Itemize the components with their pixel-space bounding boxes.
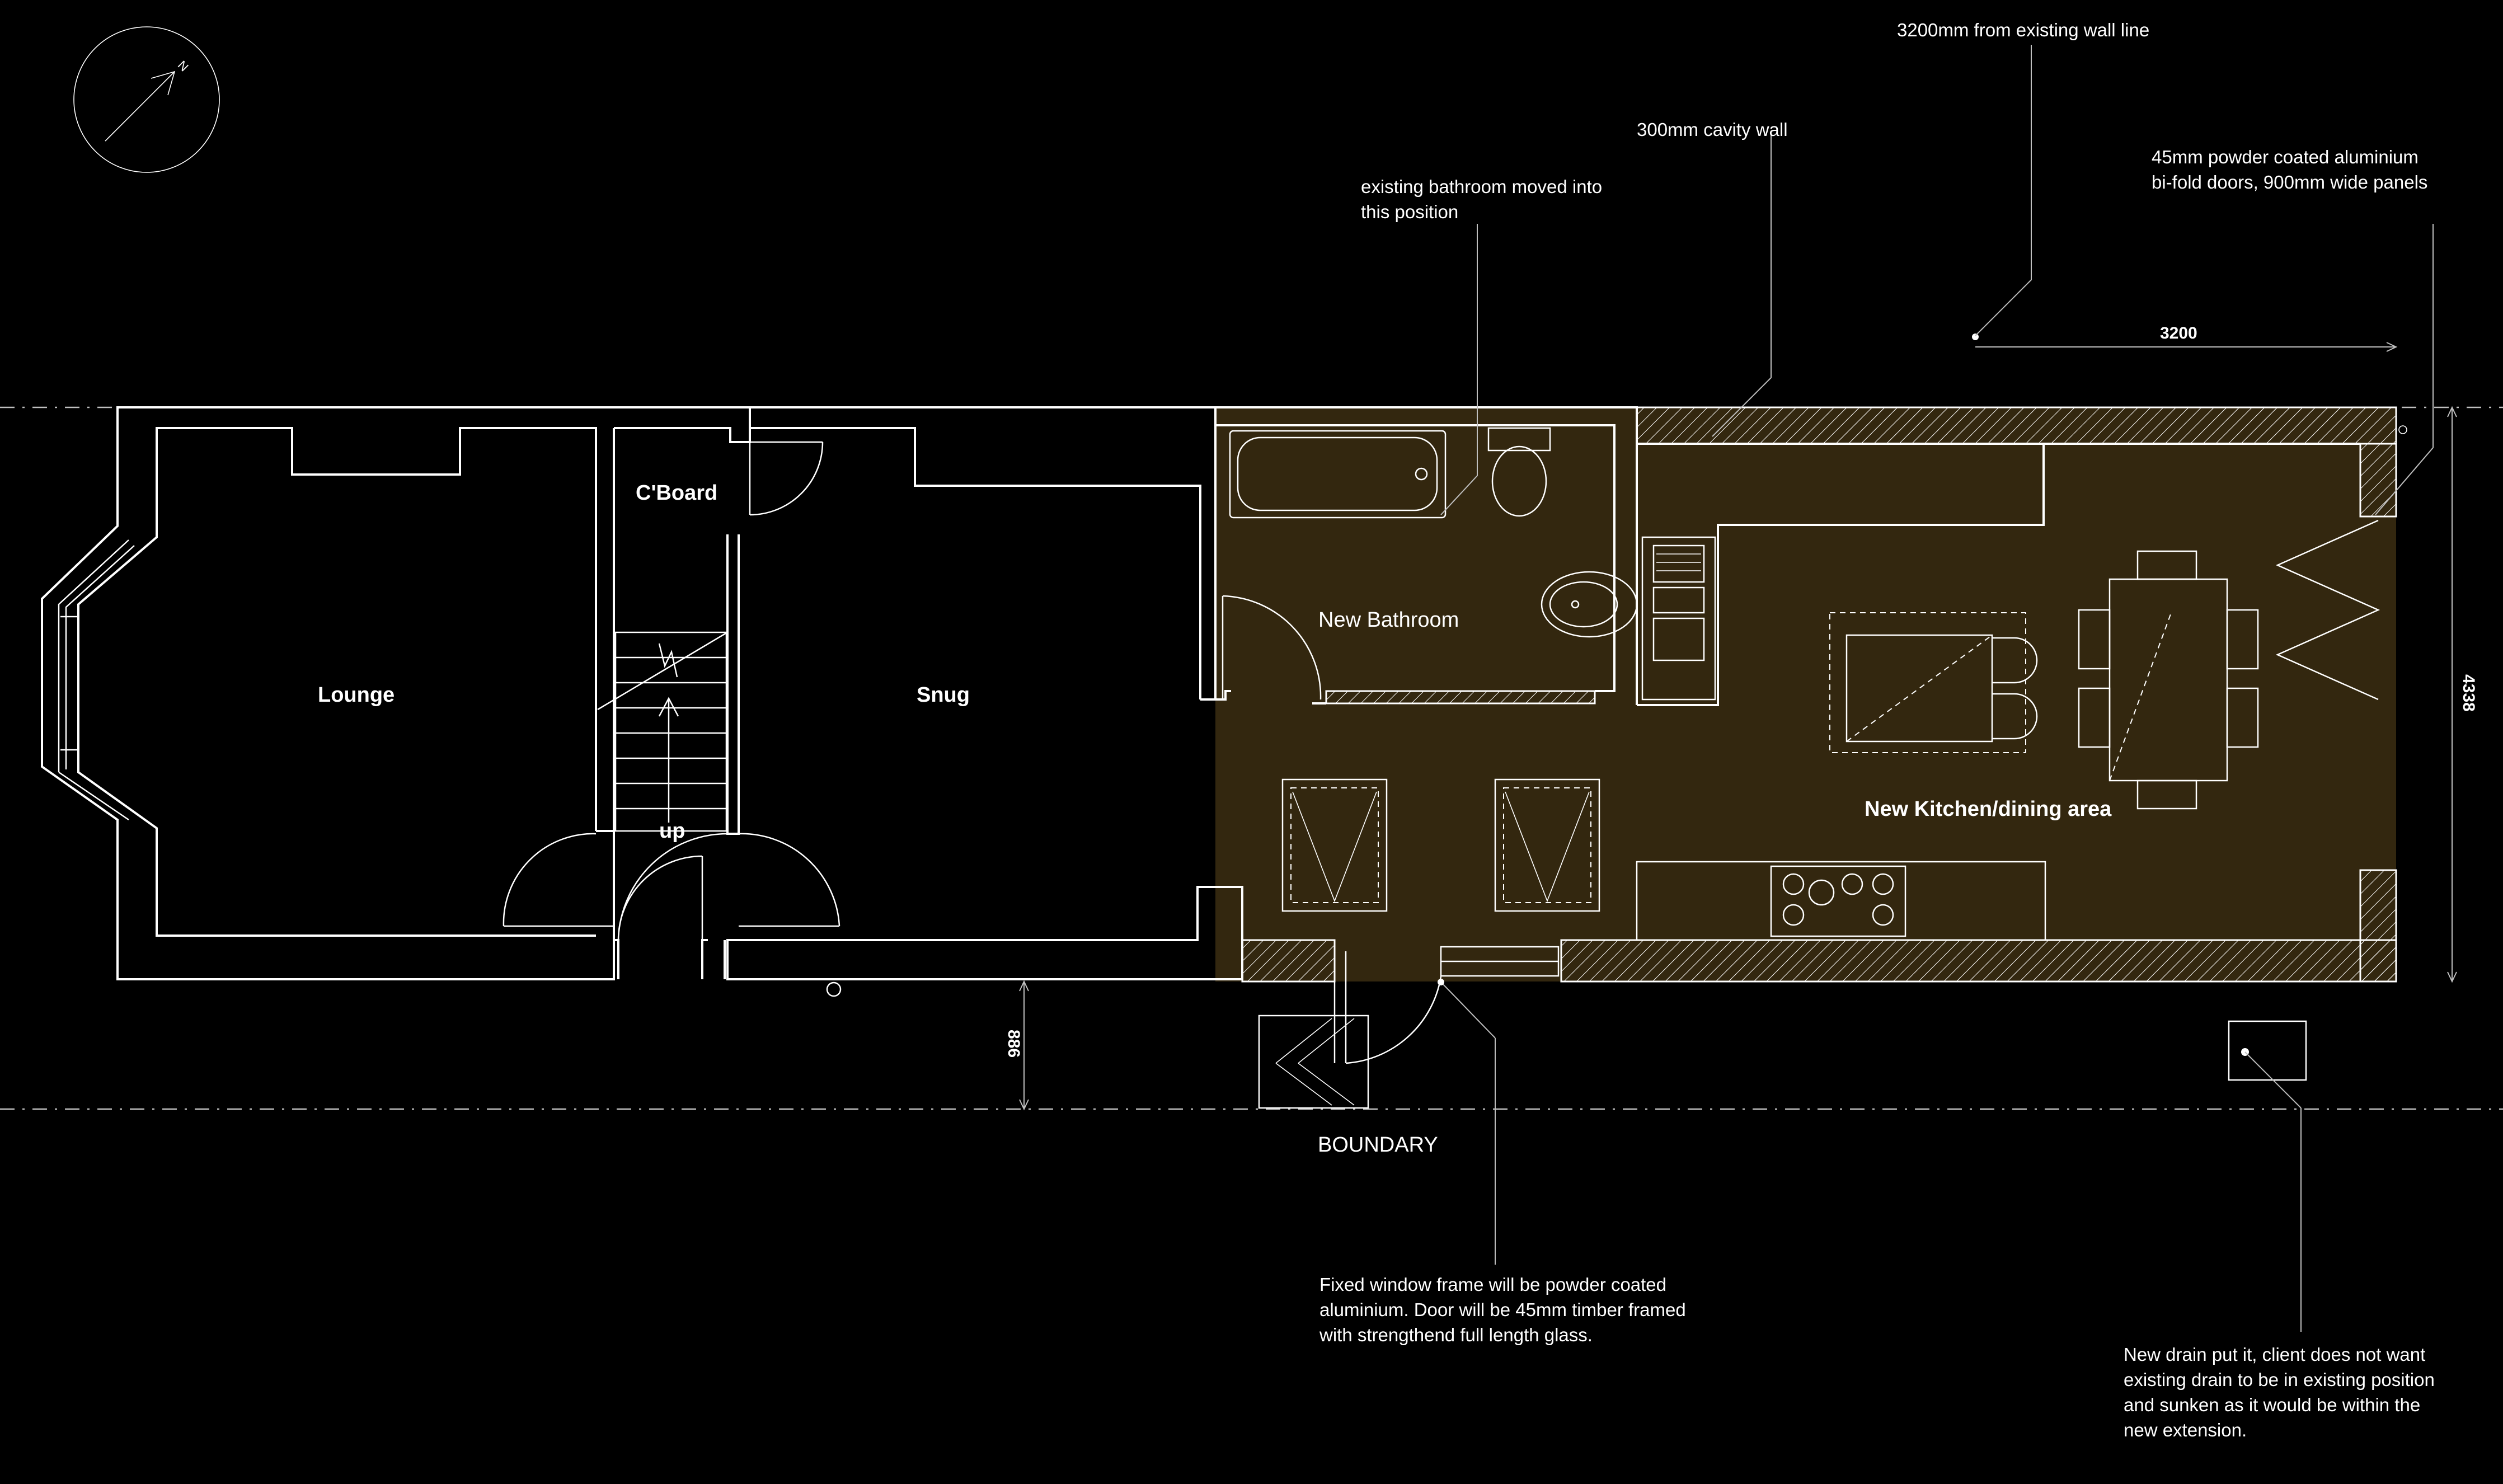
roof-light-1 (1281, 778, 1388, 912)
room-label-snug: Snug (917, 683, 970, 707)
note-drain-4: new extension. (2124, 1420, 2247, 1440)
new-drain (2228, 1020, 2307, 1081)
staircase (597, 631, 728, 832)
dim-gap-text: 886 (1004, 1030, 1023, 1058)
room-label-lounge: Lounge (318, 683, 395, 707)
roof-light-2 (1494, 778, 1600, 912)
north-arrow-icon: N (73, 26, 220, 173)
dimension-length: 3200 (1972, 324, 2398, 352)
dim-length-text: 3200 (2160, 324, 2197, 342)
note-wall-line: 3200mm from existing wall line (1897, 20, 2149, 40)
note-bathroom-moved-2: this position (1361, 201, 1458, 222)
dimension-width: 4338 (2447, 406, 2478, 983)
note-window-frame-3: with strengthend full length glass. (1319, 1325, 1593, 1345)
note-bifold-2: bi-fold doors, 900mm wide panels (2152, 172, 2427, 192)
note-drain-2: existing drain to be in existing positio… (2124, 1369, 2435, 1390)
note-bifold-1: 45mm powder coated aluminium (2152, 147, 2419, 167)
note-bathroom-moved-1: existing bathroom moved into (1361, 176, 1602, 197)
extension-walls (1215, 406, 2397, 1064)
note-wall-line-1: 3200mm from existing wall line (1897, 20, 2149, 40)
boundary-label: BOUNDARY (1318, 1133, 1438, 1157)
external-chamber (1258, 1015, 1369, 1109)
note-drain-1: New drain put it, client does not want (2124, 1344, 2425, 1365)
note-drain: New drain put it, client does not want e… (2124, 1344, 2440, 1440)
note-bathroom-moved: existing bathroom moved into this positi… (1361, 176, 1607, 222)
note-cavity-wall-1: 300mm cavity wall (1637, 119, 1788, 140)
bathroom-fixtures (1222, 427, 1638, 700)
note-window-frame-1: Fixed window frame will be powder coated (1319, 1274, 1666, 1295)
dimension-side-gap: 886 (1004, 980, 1029, 1111)
note-bifold: 45mm powder coated aluminium bi-fold doo… (2152, 147, 2427, 192)
kitchen-fixtures (1636, 519, 2380, 941)
note-window-frame-2: aluminium. Door will be 45mm timber fram… (1319, 1299, 1686, 1320)
hall-doors (503, 833, 840, 962)
room-label-bathroom: New Bathroom (1318, 608, 1459, 632)
north-letter: N (175, 58, 191, 74)
note-drain-3: and sunken as it would be within the (2124, 1394, 2420, 1415)
dim-width-text: 4338 (2459, 674, 2478, 712)
room-label-kitchen: New Kitchen/dining area (1865, 797, 2112, 821)
cupboard-door (749, 441, 824, 516)
stairs-up-label: up (659, 819, 685, 843)
note-cavity-wall: 300mm cavity wall (1637, 119, 1788, 140)
room-label-cboard: C'Board (636, 481, 717, 505)
leader-lines (1438, 45, 2434, 1332)
note-window-frame: Fixed window frame will be powder coated… (1319, 1274, 1691, 1345)
